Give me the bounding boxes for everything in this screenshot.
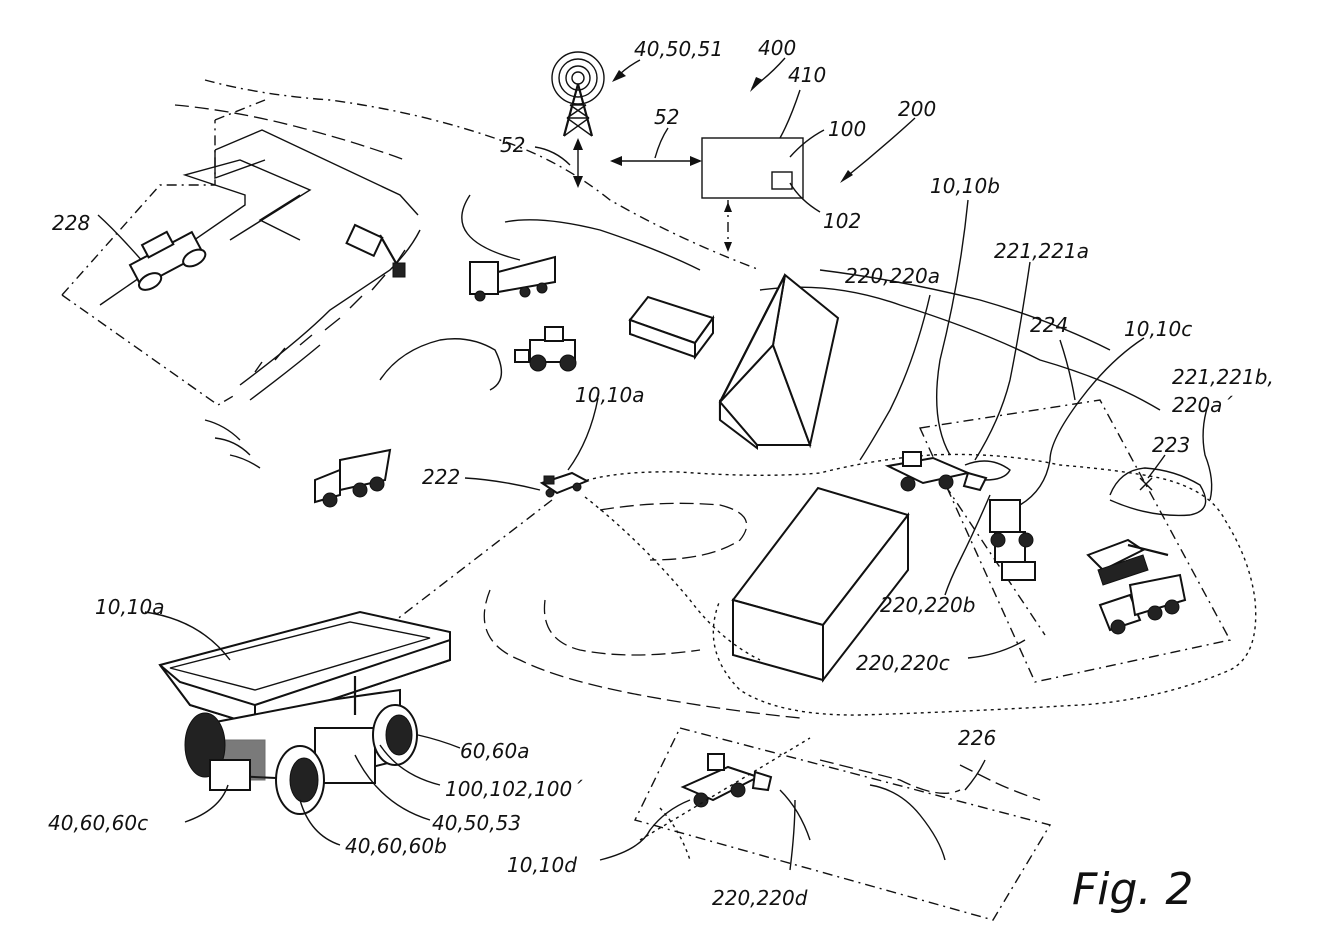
label-200: 200 <box>898 97 936 121</box>
terrain-line <box>175 105 405 160</box>
label-220-220b: 220,220b <box>880 593 975 617</box>
label-220-220d: 220,220d <box>712 886 808 910</box>
hauler-zone-icon <box>1100 575 1185 634</box>
figure-label: Fig. 2 <box>1072 864 1193 915</box>
label-10-10c: 10,10c <box>1124 317 1192 341</box>
terrain-line <box>462 195 520 260</box>
label-221-221a: 221,221a <box>994 239 1089 263</box>
s60a-leader <box>418 735 460 748</box>
label-223: 223 <box>1152 433 1190 457</box>
wheel-loader-vehicle-icon <box>515 327 576 371</box>
m10b-leader <box>937 200 968 455</box>
link52b-leader <box>655 128 668 158</box>
label-220-220a: 220,220a <box>845 264 940 288</box>
label-10-10d: 10,10d <box>507 853 577 877</box>
label-60-60a: 60,60a <box>460 739 530 763</box>
label-221-221b: 221,221b, <box>1172 365 1274 389</box>
pit-wall <box>240 230 420 385</box>
dump-truck-vehicle-icon <box>470 257 555 301</box>
label-100-102: 100,102,100´ <box>445 777 583 801</box>
label-226: 226 <box>958 726 996 750</box>
terrain-line <box>870 785 945 860</box>
label-102: 102 <box>823 209 861 233</box>
label-40-50-53: 40,50,53 <box>432 811 521 835</box>
haul-road-outline <box>100 160 310 305</box>
z226-leader <box>965 760 985 790</box>
z220d-leader <box>790 800 795 870</box>
link-52-horizontal-arrow <box>610 156 702 166</box>
stockpile-223 <box>1110 468 1206 515</box>
label-400: 400 <box>758 36 796 60</box>
haul-road-outline <box>215 150 265 178</box>
link-to-big-truck <box>370 500 552 640</box>
label-220a-prime: 220a´ <box>1172 393 1233 417</box>
label-40-60-60c: 40,60,60c <box>48 811 148 835</box>
m10c-leader <box>1020 338 1144 505</box>
z222-leader <box>465 478 540 490</box>
terrain-hatching <box>205 420 260 468</box>
terrain-line <box>820 760 960 793</box>
label-tower-ref: 40,50,51 <box>634 37 723 61</box>
label-410: 410 <box>788 63 826 87</box>
large-dump-truck-10a-icon <box>160 612 450 814</box>
zone-228-boundary <box>62 295 235 405</box>
articulated-hauler-icon <box>315 450 390 507</box>
z221a-leader <box>975 262 1030 460</box>
label-224: 224 <box>1030 313 1068 337</box>
label-52b: 52 <box>654 105 679 129</box>
label-100: 100 <box>828 117 866 141</box>
pit-hatching <box>255 250 405 372</box>
pit-wall <box>250 345 320 400</box>
compactor-vehicle-icon <box>123 221 209 294</box>
server100-leader <box>790 130 824 157</box>
wheel-loader-10d-icon <box>683 754 771 807</box>
zone-226-boundary <box>635 728 1050 920</box>
radio-tower-icon <box>552 52 604 136</box>
label-228: 228 <box>52 211 90 235</box>
label-222: 222 <box>422 465 460 489</box>
label-10-10b: 10,10b <box>930 174 1000 198</box>
excavator-vehicle-icon <box>347 225 405 277</box>
terrain-oval <box>544 600 700 655</box>
wheel-loader-10b-icon <box>888 452 986 491</box>
terrain-line <box>660 808 690 860</box>
label-40-60-60b: 40,60,60b <box>345 834 447 858</box>
label-220-220c: 220,220c <box>856 651 950 675</box>
barn-building-icon <box>720 275 838 448</box>
tower-ref-arrowhead <box>612 70 626 82</box>
wheel-loader-10c-icon <box>990 500 1035 580</box>
z223-leader <box>1148 455 1165 478</box>
sub-unit-102-box <box>772 172 792 189</box>
label-52a: 52 <box>500 133 525 157</box>
spoil-heap <box>380 339 501 390</box>
excavator-zone-icon <box>1088 540 1168 585</box>
z220b-leader <box>945 495 990 595</box>
terrain-oval <box>600 503 747 560</box>
z220a-leader <box>860 295 930 460</box>
label-10-10a-big: 10,10a <box>95 595 165 619</box>
sys410-leader <box>780 90 800 138</box>
z221b-leader <box>1203 405 1212 500</box>
link-52-vertical-arrow <box>573 138 583 188</box>
label-10-10a-small: 10,10a <box>575 383 645 407</box>
m10d-leader <box>600 800 690 860</box>
small-hauler-10a-icon <box>542 473 587 497</box>
m10a-small-leader <box>568 398 598 470</box>
